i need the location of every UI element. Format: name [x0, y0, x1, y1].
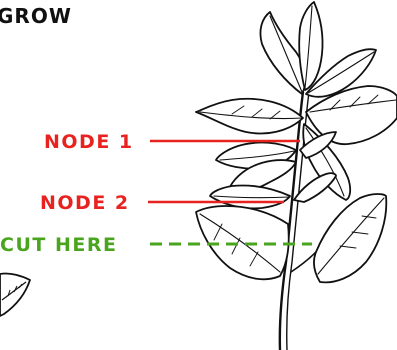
basil-plant-icon [195, 1, 397, 350]
title-text: GROW [0, 4, 72, 28]
left-leaf-icon [0, 272, 31, 317]
node2-label: NODE 2 [40, 192, 130, 214]
cut-here-label: CUT HERE [0, 234, 117, 256]
node1-label: NODE 1 [44, 131, 134, 153]
